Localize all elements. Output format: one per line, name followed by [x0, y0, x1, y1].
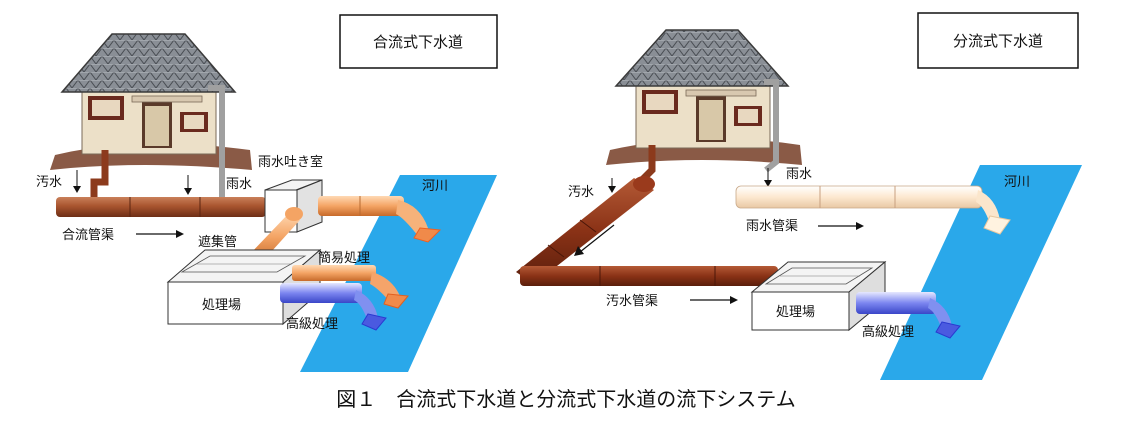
left-diagram: [50, 14, 498, 372]
right-title-box: [917, 12, 1079, 69]
figure-caption: 図１ 合流式下水道と分流式下水道の流下システム: [336, 387, 795, 411]
right-advanced-pipe: [856, 292, 961, 339]
left-label-advanced-treatment: 高級処理: [286, 316, 338, 332]
left-label-rain: 雨水: [226, 177, 252, 192]
right-label-rain: 雨水: [786, 167, 812, 182]
left-title: 合流式下水道: [373, 33, 463, 51]
left-house: [50, 33, 252, 200]
left-label-overflow-chamber: 雨水吐き室: [258, 154, 323, 170]
storm-pipe: [735, 185, 1011, 235]
right-label-storm-pipe: 雨水管渠: [746, 219, 798, 234]
left-label-river: 河川: [422, 179, 448, 194]
left-advanced-pipe: [280, 283, 387, 331]
right-label-sewage: 汚水: [568, 185, 594, 200]
right-river: [880, 165, 1082, 380]
right-label-river: 河川: [1004, 175, 1030, 190]
right-treatment-plant: [750, 260, 887, 332]
right-label-sewage-pipe: 汚水管渠: [606, 294, 658, 309]
right-title: 分流式下水道: [953, 32, 1043, 50]
right-label-advanced-treatment: 高級処理: [862, 324, 914, 340]
left-label-interceptor: 遮集管: [198, 234, 237, 250]
combined-pipe: [56, 197, 266, 217]
right-label-plant: 処理場: [776, 305, 815, 320]
right-diagram: [516, 12, 1082, 380]
left-label-simple-treatment: 簡易処理: [318, 251, 370, 266]
right-house: [606, 29, 802, 173]
left-title-box: [339, 14, 498, 69]
simple-treatment-pipe: [292, 265, 409, 309]
overflow-pipe: [318, 196, 442, 243]
sewage-pipe-horizontal: [520, 266, 778, 286]
left-river: [300, 175, 497, 372]
sewage-pipe-diagonal: [516, 176, 655, 284]
left-label-combined-pipe: 合流管渠: [62, 228, 114, 243]
left-label-sewage: 汚水: [36, 175, 62, 190]
left-label-plant: 処理場: [202, 298, 241, 313]
